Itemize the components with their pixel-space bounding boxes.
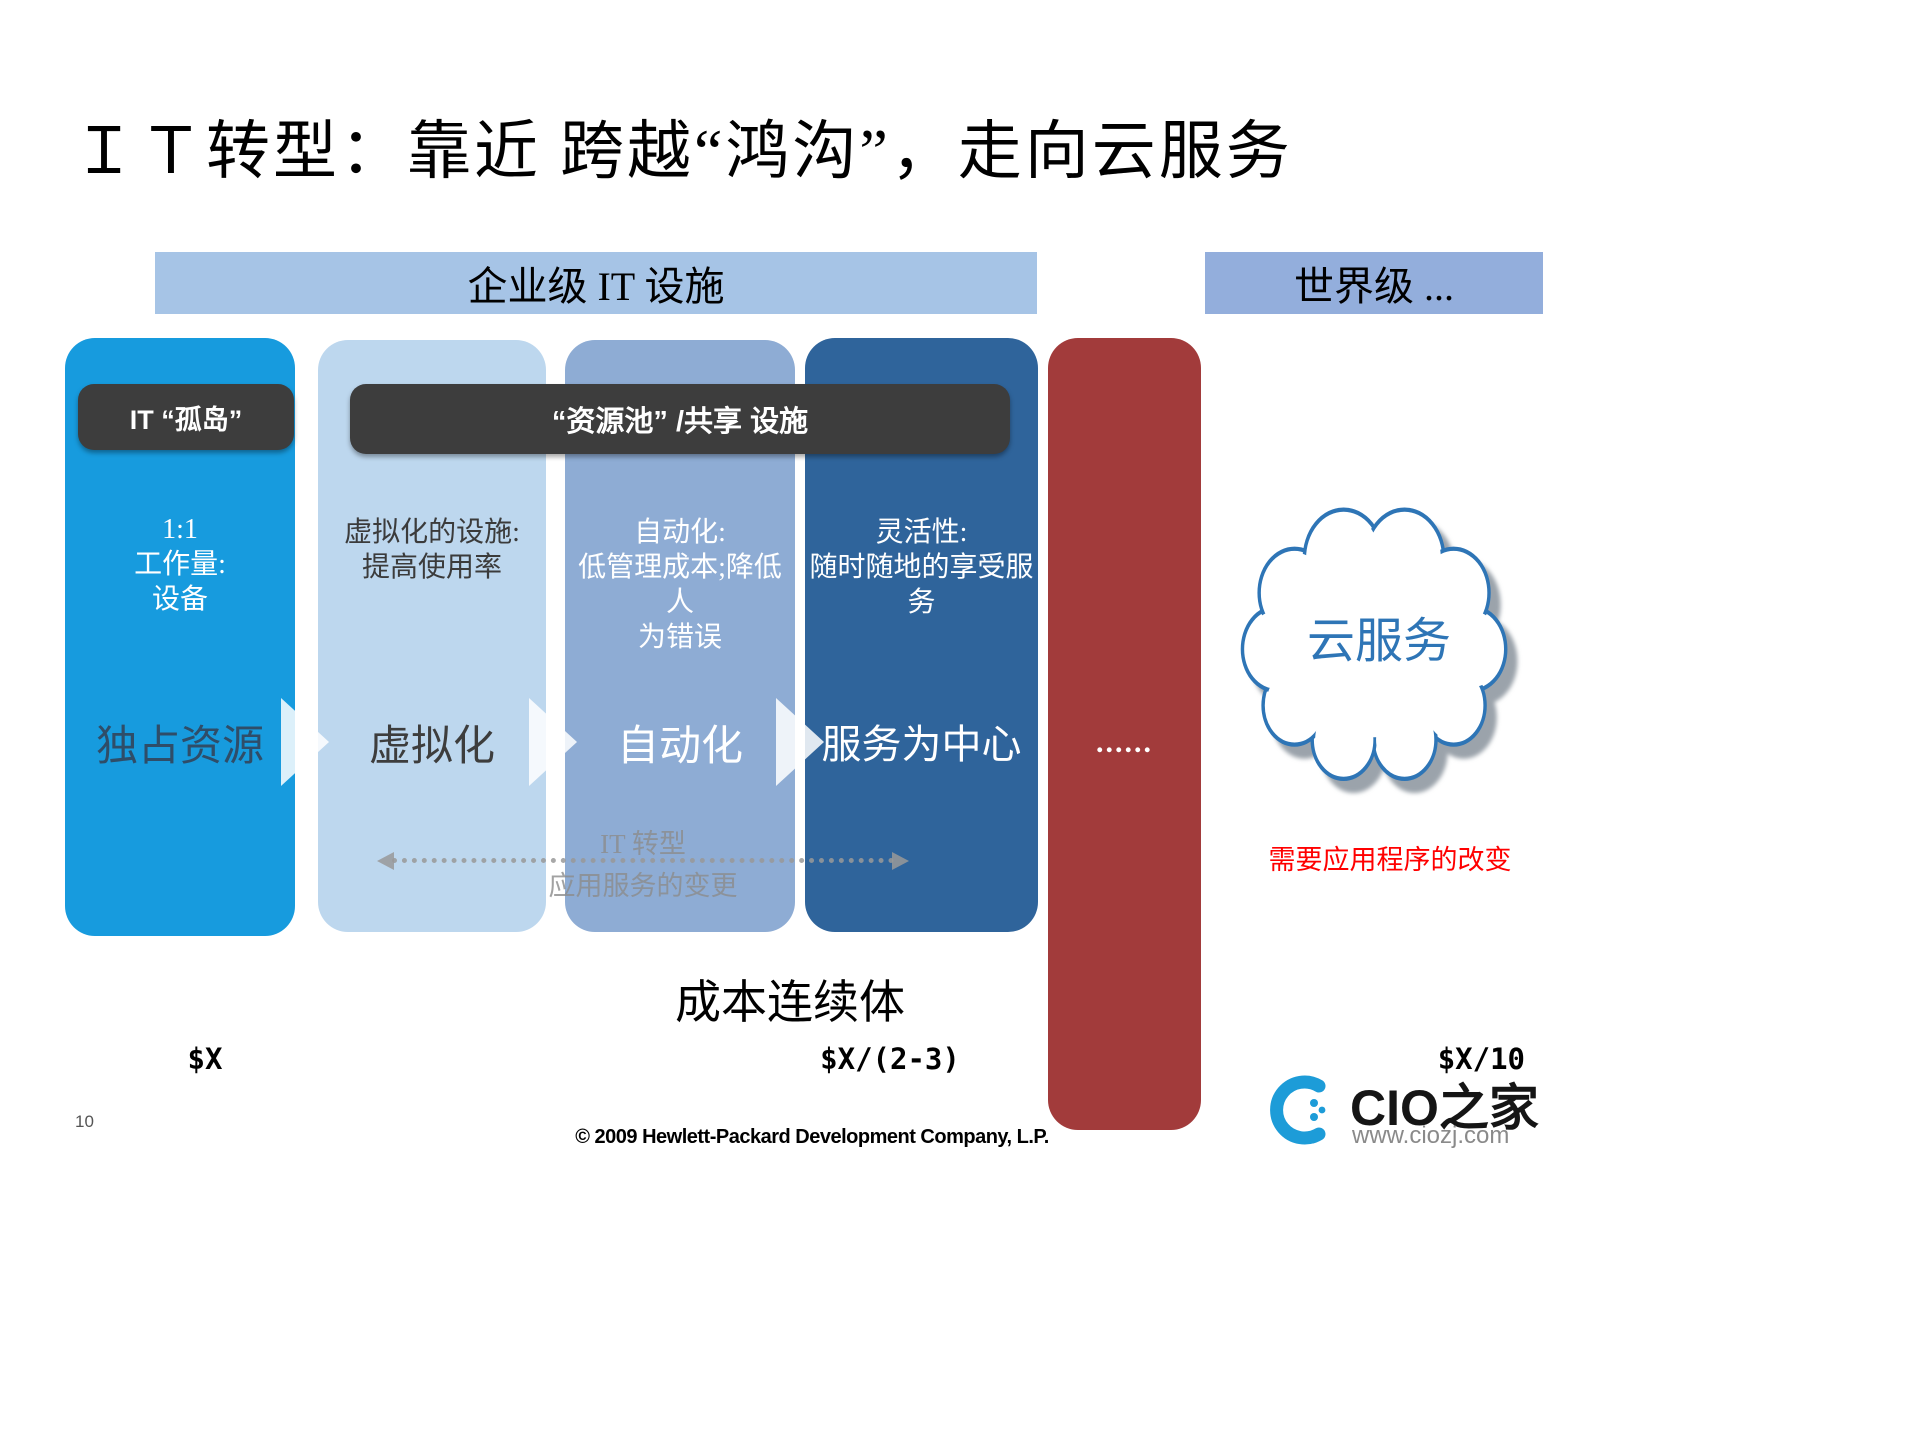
desc-line: 虚拟化的设施: [344, 517, 520, 548]
desc-line: 1:1 [162, 514, 198, 545]
cloud-icon [1240, 507, 1508, 782]
page-number: 10 [75, 1112, 94, 1131]
ellipsis-label: ...... [1096, 726, 1153, 759]
desc-line: 低管理成本;降低人 [578, 552, 782, 618]
arrow-left-icon [377, 852, 394, 870]
description-virtualization: 虚拟化的设施: 提高使用率 [318, 515, 546, 585]
cost-continuum-title: 成本连续体 [675, 977, 905, 1028]
cloud-shape: 云服务 [1212, 490, 1546, 796]
it-silo-badge: IT “孤岛” [78, 384, 294, 450]
ciozj-logo-text: CIO之家 [1350, 1080, 1539, 1136]
desc-line: 提高使用率 [361, 552, 502, 583]
it-silo-badge-label: IT “孤岛” [129, 404, 243, 435]
cloud-service-label: 云服务 [1306, 615, 1451, 668]
description-automation: 自动化: 低管理成本;降低人 为错误 [565, 515, 795, 655]
ciozj-logo-icon [1262, 1070, 1342, 1150]
transition-bottom-label: 应用服务的变更 [548, 871, 738, 901]
app-change-note: 需要应用程序的改变 [1268, 845, 1512, 875]
resource-pool-badge-label: “资源池” /共享 设施 [551, 406, 809, 438]
stage-label-automation: 自动化 [616, 724, 743, 770]
transition-top-label: IT 转型 [600, 829, 686, 859]
desc-line: 随时随地的享受服 [809, 552, 1034, 583]
stage-label-service-centric: 服务为中心 [821, 722, 1022, 767]
desc-line: 灵活性: [875, 517, 968, 548]
ciozj-logo-url: www.ciozj.com [1352, 1122, 1510, 1149]
desc-line: 工作量: [134, 549, 226, 580]
stage-label-dedicated: 独占资源 [95, 724, 264, 770]
copyright-text: © 2009 Hewlett-Packard Development Compa… [575, 1126, 1049, 1148]
enterprise-it-header-label: 企业级 IT 设施 [467, 264, 725, 309]
transition-dotted-line [392, 858, 894, 863]
description-service-centric: 灵活性: 随时随地的享受服 务 [805, 515, 1038, 620]
chevron-right-icon [529, 698, 577, 786]
resource-pool-badge: “资源池” /共享 设施 [350, 384, 1010, 454]
enterprise-it-header-bar: 企业级 IT 设施 [155, 252, 1037, 314]
desc-line: 为错误 [637, 622, 722, 653]
cost-right-value: $X/10 [1437, 1042, 1525, 1076]
desc-line: 自动化: [634, 517, 726, 548]
chevron-right-icon [776, 698, 824, 786]
cost-middle-value: $X/(2-3) [820, 1042, 960, 1076]
desc-line: 务 [907, 587, 936, 618]
arrow-right-icon [892, 852, 909, 870]
slide-title: ＩＴ转型：靠近 跨越“鸿沟”，走向云服务 [72, 116, 1293, 187]
world-class-header-bar: 世界级 ... [1205, 252, 1543, 314]
future-stage-bar [1048, 338, 1201, 1130]
desc-line: 设备 [151, 584, 208, 615]
description-dedicated: 1:1 工作量: 设备 [65, 512, 295, 617]
world-class-header-label: 世界级 ... [1294, 264, 1454, 309]
chevron-right-icon [281, 698, 329, 786]
cost-left-value: $X [187, 1042, 223, 1076]
stage-label-virtualization: 虚拟化 [368, 724, 495, 770]
